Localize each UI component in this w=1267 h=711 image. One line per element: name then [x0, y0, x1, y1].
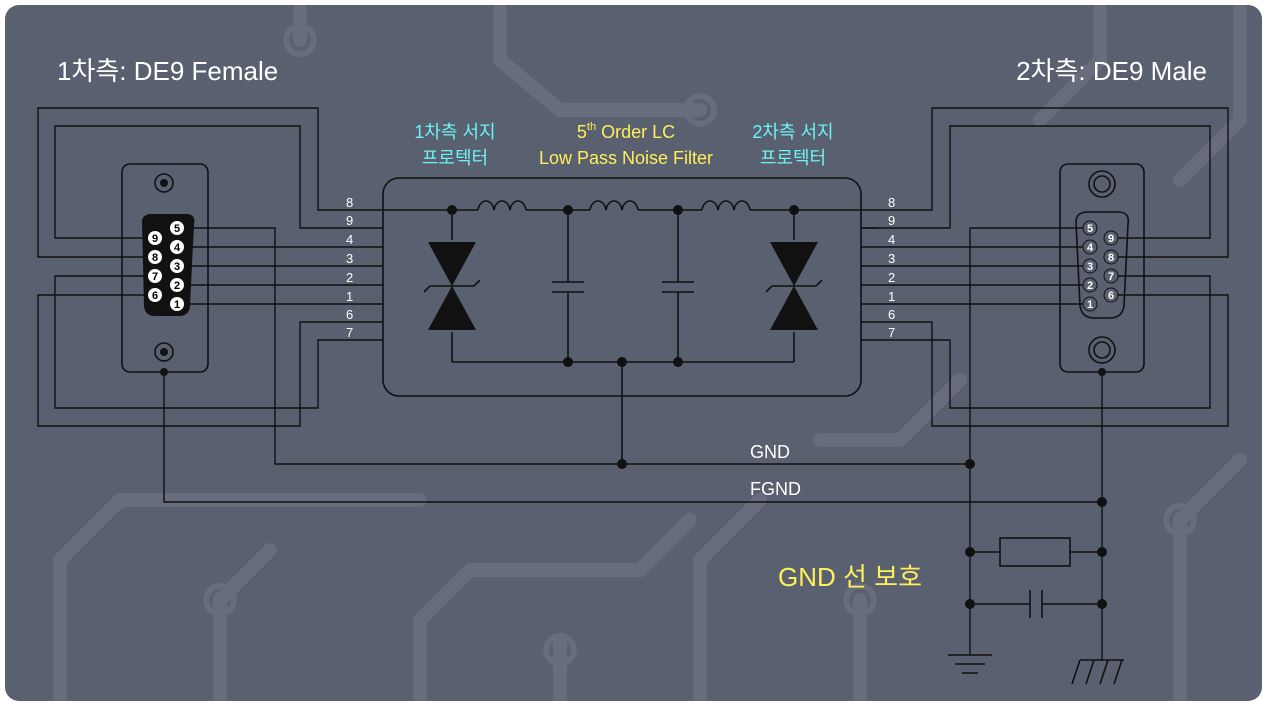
svg-text:4: 4	[1087, 242, 1094, 254]
female-pin-7: 7	[148, 269, 162, 283]
female-pin-5: 5	[170, 221, 184, 235]
inductor-2	[589, 200, 639, 211]
wire-label-left-7: 7	[346, 325, 353, 340]
wire-label-right-1: 1	[888, 289, 895, 304]
capacitor-2	[662, 210, 694, 362]
wire-label-right-8: 8	[888, 195, 895, 210]
lc-filter	[383, 200, 861, 464]
diagram-background	[5, 5, 1262, 701]
inductor-3	[701, 200, 751, 211]
svg-text:5: 5	[174, 223, 180, 235]
wire-label-right-3: 3	[888, 251, 895, 266]
primary-protector-label-1: 1차측 서지	[414, 122, 495, 142]
filter-label-line2: Low Pass Noise Filter	[539, 148, 713, 168]
svg-text:3: 3	[1087, 261, 1093, 273]
female-pin-1: 1	[170, 297, 184, 311]
wire-label-left-1: 1	[346, 289, 353, 304]
wire-label-left-2: 2	[346, 270, 353, 285]
svg-text:9: 9	[152, 233, 158, 245]
primary-protector-label-2: 프로텍터	[422, 148, 488, 168]
svg-text:2: 2	[1087, 280, 1093, 292]
male-pin-8: 8	[1103, 249, 1119, 265]
svg-text:4: 4	[174, 242, 181, 254]
wire-label-right-6: 6	[888, 307, 895, 322]
svg-text:5: 5	[1087, 223, 1093, 235]
gnd-protection-network	[948, 537, 1124, 685]
female-pin-2: 2	[170, 278, 184, 292]
male-pin-7: 7	[1103, 268, 1119, 284]
male-wiring	[622, 107, 1229, 660]
svg-text:1: 1	[1087, 299, 1093, 311]
female-wiring	[37, 107, 1102, 503]
svg-text:2: 2	[174, 280, 180, 292]
gnd-protection-label: GND 선 보호	[778, 562, 922, 592]
primary-tvs-diode	[428, 242, 476, 286]
male-pin-4: 4	[1082, 239, 1098, 255]
capacitor-1	[552, 210, 584, 362]
gnd-capacitor	[970, 590, 1102, 618]
female-pin-4: 4	[170, 240, 184, 254]
svg-text:8: 8	[152, 252, 158, 264]
wire-label-right-4: 4	[888, 232, 895, 247]
svg-text:6: 6	[1108, 290, 1114, 302]
female-pin-8: 8	[148, 250, 162, 264]
wire-label-left-9: 9	[346, 213, 353, 228]
left-connector-title: 1차측: DE9 Female	[57, 56, 278, 86]
wire-label-left-3: 3	[346, 251, 353, 266]
male-pin-6: 6	[1103, 287, 1119, 303]
fgnd-label: FGND	[750, 479, 801, 499]
wire-label-left-4: 4	[346, 232, 353, 247]
male-pin-3: 3	[1082, 258, 1098, 274]
filter-label-line1: 5th Order LC	[577, 121, 675, 142]
gnd-label: GND	[750, 442, 790, 462]
wire-label-right-9: 9	[888, 213, 895, 228]
male-pin-2: 2	[1082, 277, 1098, 293]
svg-text:9: 9	[1108, 233, 1114, 245]
secondary-protector-label-1: 2차측 서지	[752, 122, 833, 142]
male-pin-1: 1	[1082, 296, 1098, 312]
secondary-tvs-diode	[770, 242, 818, 286]
svg-text:7: 7	[1108, 271, 1114, 283]
pcb-trace-decoration	[53, 5, 1247, 701]
female-pin-9: 9	[148, 231, 162, 245]
male-connector	[1059, 163, 1145, 373]
wire-label-right-2: 2	[888, 270, 895, 285]
inductor-1	[477, 200, 527, 211]
secondary-protector-label-2: 프로텍터	[760, 148, 826, 168]
wire-label-left-6: 6	[346, 307, 353, 322]
female-pin-6: 6	[148, 288, 162, 302]
svg-text:1: 1	[174, 299, 180, 311]
chassis-ground-symbol	[1071, 659, 1124, 685]
male-pin-5: 5	[1082, 220, 1098, 236]
wire-label-left-8: 8	[346, 195, 353, 210]
male-pin-9: 9	[1103, 230, 1119, 246]
svg-text:6: 6	[152, 290, 158, 302]
svg-text:7: 7	[152, 271, 158, 283]
svg-text:8: 8	[1108, 252, 1114, 264]
wire-label-right-7: 7	[888, 325, 895, 340]
ground-symbol	[948, 654, 992, 674]
female-pin-3: 3	[170, 259, 184, 273]
right-connector-title: 2차측: DE9 Male	[1016, 56, 1207, 86]
svg-text:3: 3	[174, 261, 180, 273]
